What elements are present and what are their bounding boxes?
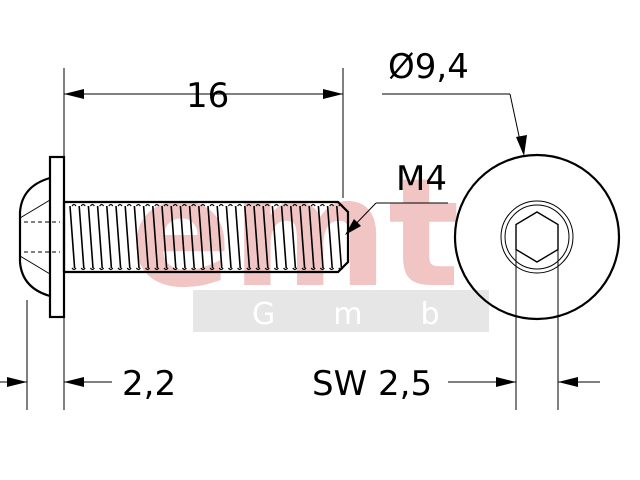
thread-flank <box>170 205 177 269</box>
thread-flank <box>207 205 214 269</box>
watermark: emt GmbH <box>130 147 578 332</box>
thread-crest <box>135 203 141 271</box>
thread-crest <box>200 203 206 271</box>
thread-crest <box>329 203 335 271</box>
thread-flank <box>152 205 159 269</box>
thread-flank <box>188 205 195 269</box>
screw-end-view <box>453 153 621 321</box>
socket-size-label: SW 2,5 <box>312 364 432 404</box>
screw-thread <box>69 203 344 271</box>
dimension-socket: SW 2,5 <box>312 250 600 410</box>
thread-crest <box>319 203 325 271</box>
thread-crest <box>338 203 344 271</box>
thread-flank <box>179 205 186 269</box>
thread-crest <box>264 203 270 271</box>
head-arrow-right <box>64 377 84 387</box>
thread-crest <box>227 203 233 271</box>
watermark-company: GmbH <box>252 297 578 332</box>
thread-crest <box>163 203 169 271</box>
thread-crest <box>283 203 289 271</box>
thread-crest <box>145 203 151 271</box>
thread-flank <box>133 205 140 269</box>
thread-flank <box>244 205 251 269</box>
socket-inner-circle <box>504 204 570 270</box>
thread-crest <box>255 203 261 271</box>
hex-socket <box>515 211 559 263</box>
thread-crest <box>273 203 279 271</box>
thread-flank <box>87 205 94 269</box>
head-hidden-line-bottom <box>19 255 51 275</box>
diameter-arrow <box>516 135 527 156</box>
thread-crest <box>246 203 252 271</box>
thread-flank <box>262 205 269 269</box>
socket-arrow-right <box>558 377 578 387</box>
thread-flank <box>198 205 205 269</box>
screw-head-dome <box>18 176 51 298</box>
thread-flank <box>317 205 324 269</box>
thread-flank <box>216 205 223 269</box>
thread-flank <box>290 205 297 269</box>
arrow-right <box>323 89 343 99</box>
screw-shank-outline <box>64 200 350 274</box>
watermark-band <box>193 290 489 332</box>
thread-flank <box>106 205 113 269</box>
thread-flank <box>280 205 287 269</box>
thread-flank <box>234 205 241 269</box>
thread-crest <box>126 203 132 271</box>
thread-crest <box>172 203 178 271</box>
arrow-left <box>64 89 84 99</box>
thread-crest <box>292 203 298 271</box>
socket-hidden-lines <box>24 221 60 253</box>
thread-flank <box>299 205 306 269</box>
dimension-length: 16 <box>63 68 344 410</box>
head-arrow-left <box>7 377 27 387</box>
thread-crest <box>99 203 105 271</box>
thread-crest <box>80 203 86 271</box>
head-hidden-line-top <box>19 199 51 219</box>
thread-crest <box>237 203 243 271</box>
thread-flank <box>115 205 122 269</box>
thread-crest <box>218 203 224 271</box>
thread-flank <box>161 205 168 269</box>
socket-arrow-left <box>496 377 516 387</box>
head-height-label: 2,2 <box>122 364 176 404</box>
thread-flank <box>124 205 131 269</box>
thread-crest <box>181 203 187 271</box>
thread-crest <box>301 203 307 271</box>
diameter-label: Ø9,4 <box>388 47 469 87</box>
thread-flank <box>336 205 343 269</box>
thread-flank <box>225 205 232 269</box>
head-circle <box>453 153 621 321</box>
thread-crest <box>117 203 123 271</box>
thread-flank <box>271 205 278 269</box>
thread-arrow <box>345 219 361 235</box>
thread-crest <box>71 203 77 271</box>
dimension-thread: M4 <box>345 159 448 235</box>
thread-crest <box>108 203 114 271</box>
screw-flange <box>48 155 66 319</box>
socket-chamfer-circle <box>500 200 574 274</box>
thread-crest <box>154 203 160 271</box>
thread-crest <box>209 203 215 271</box>
thread-flank <box>78 205 85 269</box>
length-label: 16 <box>186 76 229 116</box>
thread-flank <box>142 205 149 269</box>
thread-flank <box>326 205 333 269</box>
thread-crest <box>191 203 197 271</box>
thread-crest <box>89 203 95 271</box>
dimension-head-height: 2,2 <box>0 300 176 410</box>
thread-flank <box>308 205 315 269</box>
thread-flank <box>253 205 260 269</box>
dimension-head-diameter: Ø9,4 <box>382 47 527 156</box>
thread-flank <box>96 205 103 269</box>
thread-flank <box>69 205 76 269</box>
thread-crest <box>310 203 316 271</box>
thread-label: M4 <box>396 159 447 199</box>
